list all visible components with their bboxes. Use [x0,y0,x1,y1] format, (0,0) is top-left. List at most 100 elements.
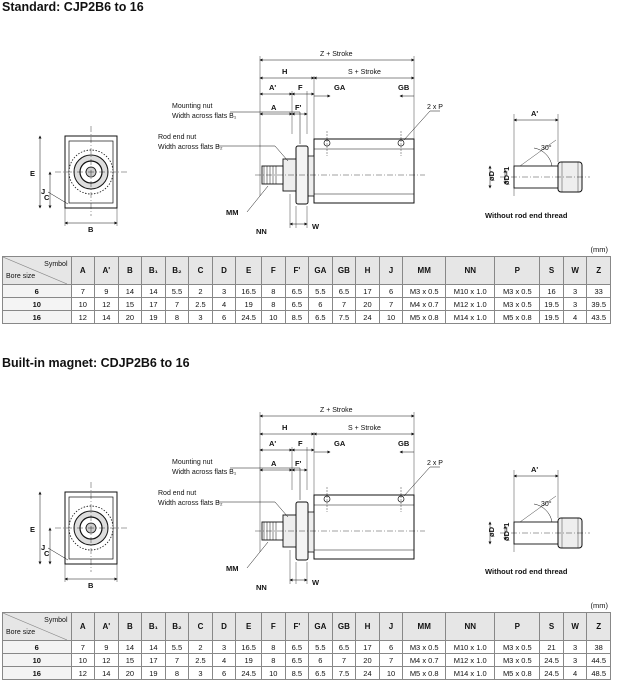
table-cell: 6.5 [331,284,357,298]
table-cell: 39.5 [586,297,611,311]
detail-a-prime: A' [531,465,538,474]
table-cell: M12 x 1.0 [445,297,496,311]
table-cell: 5.5 [164,284,190,298]
table-cell: 7 [164,297,190,311]
column-header: H [355,256,380,285]
table-cell: 3 [211,284,237,298]
dim-ga: GA [334,439,346,448]
callout-rod-end-nut: Rod end nut [158,134,196,141]
table-cell: 19 [235,653,263,667]
table-cell: 10 [261,666,286,680]
column-header: B₂ [164,256,190,285]
table-cell: 19 [141,310,166,324]
table-corner: Symbol Bore size [2,256,72,285]
table-cell: 16 [539,284,564,298]
column-header: E [235,256,263,285]
table-cell: 10 [378,666,404,680]
table-cell: 17 [141,297,166,311]
table-cell: 7 [70,284,96,298]
column-header: F' [284,256,310,285]
table-cell: 7 [164,653,190,667]
dim-nn: NN [256,583,267,592]
callout-rod-end-nut-width: Width across flats B₂ [158,500,223,507]
dim-e: E [30,525,35,534]
table-cell: 43.5 [586,310,611,324]
detail-od: øD [487,170,496,181]
dim-s: S + Stroke [348,425,381,432]
column-header: GA [308,256,333,285]
column-header: GB [331,612,357,641]
table-cell: 8.5 [284,666,310,680]
dim-a: A [271,459,277,468]
dim-h: H [282,67,287,76]
table-cell: 6 [378,284,404,298]
bore-size-cell: 10 [2,653,72,667]
table-cell: 4 [211,653,237,667]
column-header: A' [94,256,119,285]
table-cell: 2 [188,640,213,654]
unit-label: (mm) [590,245,609,254]
table-cell: 20 [355,653,380,667]
column-header: C [188,256,213,285]
table-cell: 4 [562,666,588,680]
column-header: P [494,256,541,285]
dim-f: F [298,83,303,92]
symbol-label: Symbol [44,617,68,624]
table-cell: M12 x 1.0 [445,653,496,667]
table-cell: 7 [378,297,404,311]
table-cell: 8.5 [284,310,310,324]
dim-mm: MM [226,208,239,217]
table-cell: 3 [562,284,588,298]
table-cell: 33 [586,284,611,298]
technical-drawing: E J C B [30,407,590,592]
dim-s: S + Stroke [348,69,381,76]
dim-a: A [271,103,277,112]
column-header: B₁ [141,256,166,285]
table-cell: 24.5 [539,666,564,680]
table-cell: 7 [70,640,96,654]
column-header: W [562,256,588,285]
dim-c: C [44,193,50,202]
column-header: J [378,612,404,641]
table-cell: 19.5 [539,310,564,324]
side-view: Z + Stroke S + Stroke H A' F GA GB 2 x P… [158,407,443,592]
column-header: Z [586,612,611,641]
table-cell: 21 [539,640,564,654]
callout-mounting-nut-width: Width across flats B₁ [172,113,237,120]
table-cell: 8 [261,640,286,654]
table-cell: 6.5 [308,310,333,324]
table-cell: M3 x 0.5 [494,640,541,654]
dim-z: Z + Stroke [320,51,353,58]
section-title: Built-in magnet: CDJP2B6 to 16 [2,356,190,370]
table-cell: 2.5 [188,297,213,311]
column-header: A' [94,612,119,641]
table-cell: M10 x 1.0 [445,284,496,298]
table-cell: 20 [355,297,380,311]
table-cell: 9 [94,284,119,298]
table-cell: 6 [378,640,404,654]
table-cell: 8 [261,297,286,311]
table-cell: 7.5 [331,310,357,324]
table-cell: 6 [211,666,237,680]
table-cell: M3 x 0.5 [494,284,541,298]
table-cell: 4 [211,297,237,311]
dim-z: Z + Stroke [320,407,353,414]
column-header: B₂ [164,612,190,641]
table-cell: M3 x 0.5 [402,640,447,654]
table-cell: 19 [235,297,263,311]
callout-mounting-nut: Mounting nut [172,459,213,466]
column-header: GA [308,612,333,641]
end-view: E J C B [30,482,127,590]
table-cell: 5.5 [308,640,333,654]
table-cell: 8 [164,310,190,324]
table-cell: 3 [562,640,588,654]
table-cell: 15 [117,297,143,311]
table-cell: M14 x 1.0 [445,310,496,324]
table-cell: 38 [586,640,611,654]
table-cell: 3 [188,666,213,680]
table-cell: M3 x 0.5 [494,297,541,311]
table-cell: 6.5 [331,640,357,654]
